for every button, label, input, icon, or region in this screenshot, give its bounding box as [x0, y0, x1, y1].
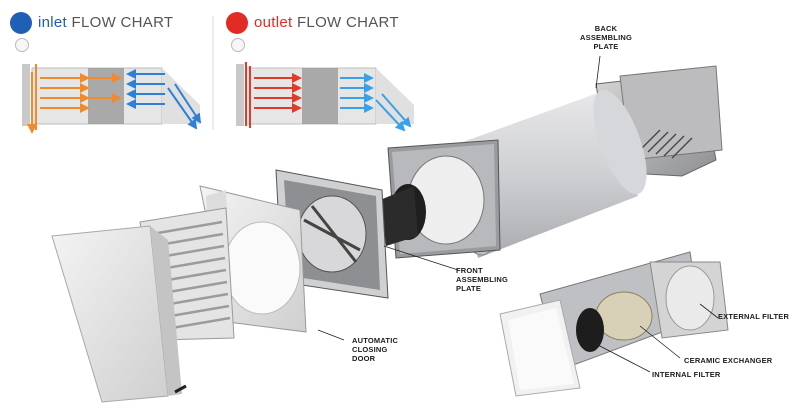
closing-door-label: AUTOMATIC CLOSING DOOR: [352, 336, 399, 363]
front-cover: [51, 225, 187, 403]
front-assembling-plate: [275, 169, 389, 299]
external-filter-label: EXTERNAL FILTER: [718, 312, 790, 321]
ceramic-exchanger-label: CERAMIC EXCHANGER: [684, 356, 773, 365]
outlet-flow-chart: [236, 62, 414, 132]
outlet-badge-icon: [231, 38, 245, 52]
inlet-dot-icon: [10, 12, 32, 34]
outlet-title-rest: FLOW CHART: [292, 14, 399, 31]
fan-motor: [380, 184, 426, 246]
ceramic-exchanger-part: [595, 291, 653, 341]
callout-lines: [317, 55, 719, 373]
inlet-flow-chart: [22, 64, 202, 134]
assembled-unit: [499, 251, 729, 397]
outlet-keyword: outlet: [254, 14, 293, 31]
internal-filter-label: INTERNAL FILTER: [652, 370, 721, 379]
back-plate-label: BACK ASSEMBLING PLATE: [580, 24, 633, 51]
outlet-dot-icon: [226, 12, 248, 34]
inlet-keyword: inlet: [38, 14, 68, 31]
inlet-title-rest: FLOW CHART: [67, 14, 174, 31]
inlet-flow-title: inlet FLOW CHART: [38, 14, 173, 31]
inlet-badge-icon: [15, 38, 29, 52]
front-plate-label: FRONT ASSEMBLING PLATE: [456, 266, 509, 293]
outlet-flow-title: outlet FLOW CHART: [254, 14, 399, 31]
